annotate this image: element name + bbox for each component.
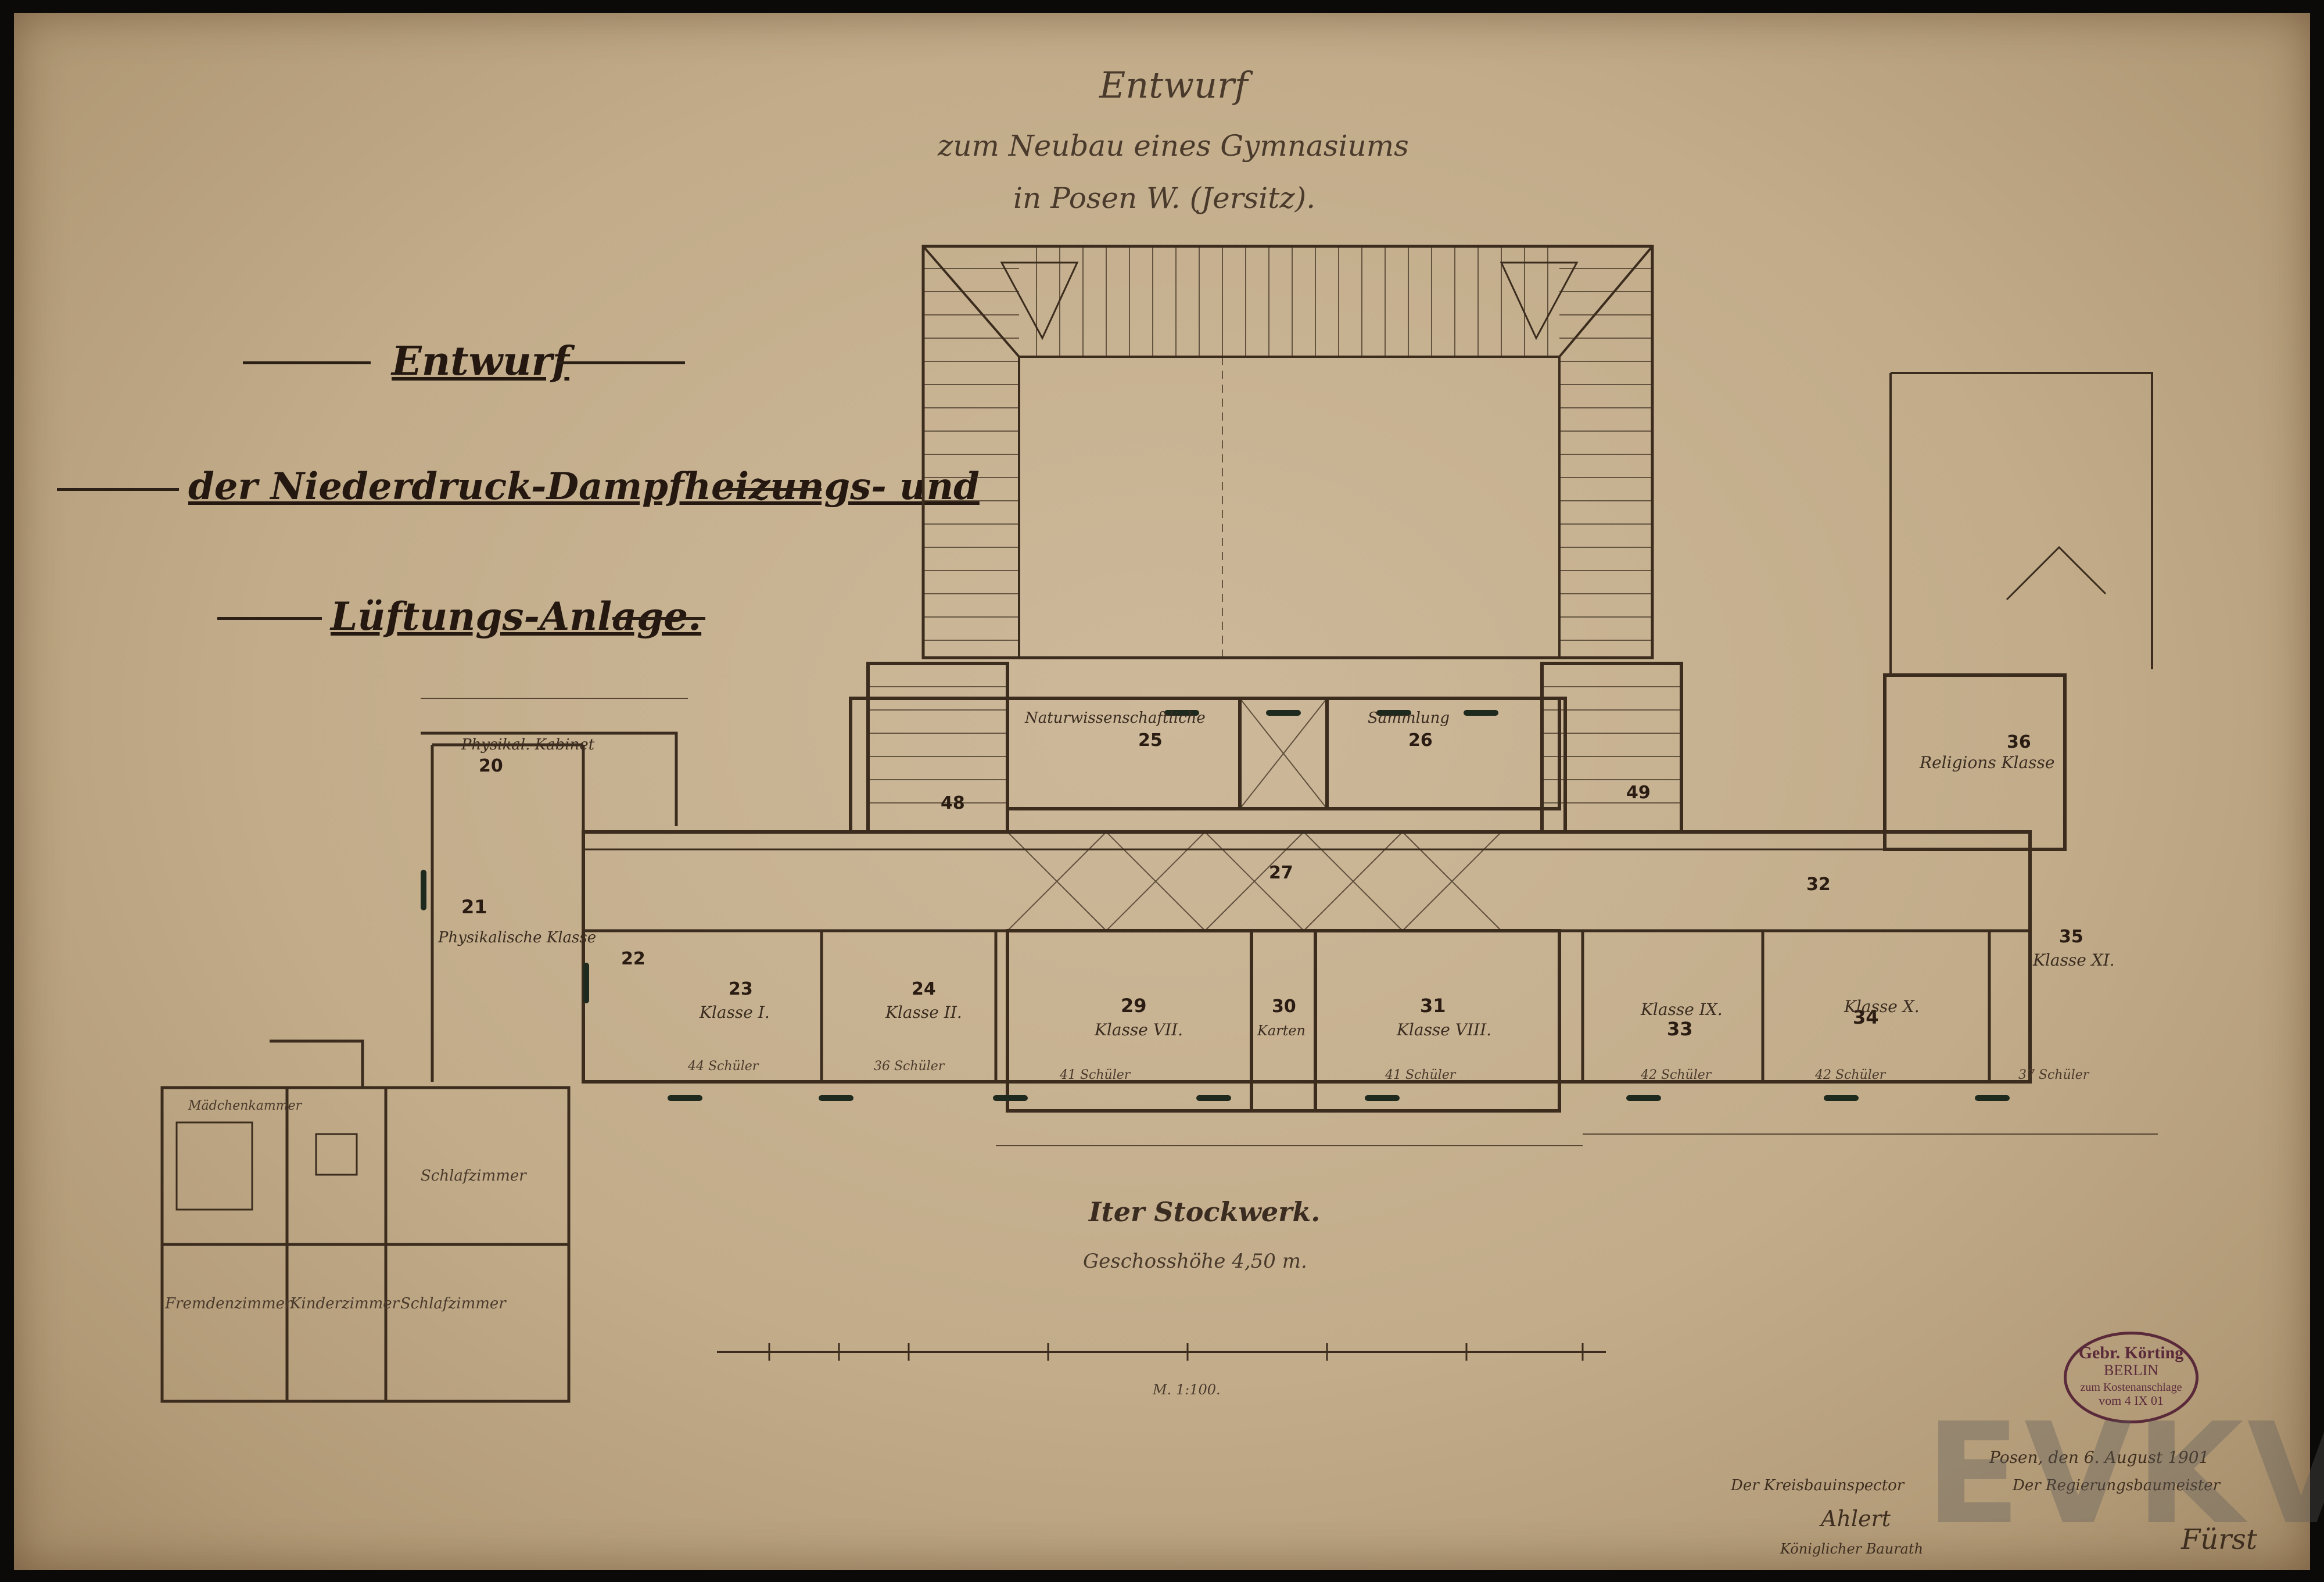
title-line-3: in Posen W. (Jersitz). xyxy=(1013,181,1316,215)
room-29-pupils: 41 Schüler xyxy=(1059,1068,1131,1082)
room-21-name: Physikalische Klasse xyxy=(437,929,596,946)
room-34-pupils: 42 Schüler xyxy=(1814,1068,1887,1082)
room-35-pupils: 37 Schüler xyxy=(2018,1068,2090,1082)
room-29-number: 29 xyxy=(1121,995,1147,1017)
room-48-number: 48 xyxy=(941,793,965,813)
annex-room-1: Schlafzimmer xyxy=(421,1167,527,1185)
room-35-number: 35 xyxy=(2059,927,2083,947)
floor-label: Iter Stockwerk. xyxy=(1088,1196,1320,1228)
room-36-number: 36 xyxy=(2007,732,2031,752)
room-33-number: 33 xyxy=(1667,1018,1693,1040)
watermark: EVKVI xyxy=(1925,1393,2324,1555)
room-49-number: 49 xyxy=(1626,783,1651,803)
residence xyxy=(160,1039,571,1403)
drawing-sheet: Entwurf zum Neubau eines Gymnasiums in P… xyxy=(14,13,2324,1570)
vaulted-corridor xyxy=(1007,698,1502,931)
stamp-line-3: zum Kostenanschlage xyxy=(2080,1380,2182,1394)
room-29-name: Klasse VII. xyxy=(1094,1020,1183,1039)
room-33-pupils: 42 Schüler xyxy=(1640,1068,1712,1082)
room-24-name: Klasse II. xyxy=(885,1003,962,1022)
legend-rule-2a xyxy=(57,488,179,491)
scale-bar xyxy=(717,1343,1606,1361)
room-20-number: 20 xyxy=(479,756,503,776)
stamp-line-2: BERLIN xyxy=(2104,1361,2158,1379)
main-building xyxy=(582,662,2067,1113)
annex-room-5: Mädchenkammer xyxy=(188,1099,303,1113)
room-31-pupils: 41 Schüler xyxy=(1385,1068,1457,1082)
room-27-number: 27 xyxy=(1269,863,1293,883)
room-21-number: 21 xyxy=(461,896,487,918)
title-line-1: Entwurf xyxy=(1099,64,1248,106)
classroom-walls xyxy=(421,731,1991,1082)
room-30-name: Karten xyxy=(1257,1023,1306,1039)
room-25-number: 25 xyxy=(1138,730,1163,751)
room-25-name: Naturwissenschaftliche xyxy=(1024,709,1206,727)
radiators xyxy=(421,710,2010,1101)
floor-plan: 20 Physikal. Kabinet 21 Physikalische Kl… xyxy=(160,245,2158,1403)
room-23-pupils: 44 Schüler xyxy=(687,1059,759,1074)
scale-label: M. 1:100. xyxy=(1152,1382,1221,1398)
room-34-number: 34 xyxy=(1853,1006,1879,1028)
room-31-name: Klasse VIII. xyxy=(1396,1020,1491,1039)
room-26-number: 26 xyxy=(1408,730,1433,751)
legend-rule-2b xyxy=(726,488,822,491)
legend-rule-3b xyxy=(612,617,705,620)
title-line-2: zum Neubau eines Gymnasiums xyxy=(938,129,1409,163)
room-36-name: Religions Klasse xyxy=(1919,753,2054,772)
room-31-number: 31 xyxy=(1420,995,1446,1017)
room-33-name: Klasse IX. xyxy=(1640,1000,1723,1019)
room-35-name: Klasse XI. xyxy=(2032,950,2115,970)
signature-right-name: Fürst xyxy=(2181,1523,2258,1556)
legend-line-1: Entwurf xyxy=(392,338,569,385)
legend-line-3: Lüftungs-Anlage. xyxy=(331,594,702,639)
room-23-number: 23 xyxy=(729,979,753,999)
annex-room-3: Kinderzimmer xyxy=(289,1295,400,1312)
right-annex xyxy=(1889,372,2153,675)
signature-right-title: Der Regierungsbaumeister xyxy=(2013,1477,2220,1494)
roof-hatching xyxy=(923,246,1652,658)
koerting-stamp: Gebr. Körting BERLIN zum Kostenanschlage… xyxy=(2064,1332,2199,1423)
stamp-line-1: Gebr. Körting xyxy=(2078,1343,2184,1362)
stamp-line-4: vom 4 IX 01 xyxy=(2099,1393,2164,1408)
room-24-pupils: 36 Schüler xyxy=(874,1059,945,1074)
annex-room-2: Fremdenzimmer xyxy=(164,1295,293,1312)
room-24-number: 24 xyxy=(912,979,936,999)
room-22-number: 22 xyxy=(621,949,645,969)
legend-rule-1b xyxy=(557,361,685,364)
signature-date: Posen, den 6. August 1901 xyxy=(1989,1448,2210,1467)
legend-rule-1a xyxy=(243,361,371,364)
signature-left-name: Ahlert xyxy=(1821,1506,1891,1531)
courtyard-wing xyxy=(921,245,1654,659)
room-34-name: Klasse X. xyxy=(1844,997,1920,1016)
legend-line-2: der Niederdruck-Dampfheizungs- und xyxy=(188,465,980,508)
room-23-name: Klasse I. xyxy=(699,1003,770,1022)
floor-height: Geschosshöhe 4,50 m. xyxy=(1083,1250,1307,1273)
signature-left-title: Der Kreisbauinspector xyxy=(1731,1477,1905,1494)
dimension-lines xyxy=(421,698,2158,1146)
room-32-number: 32 xyxy=(1806,874,1831,895)
room-30-number: 30 xyxy=(1272,996,1296,1017)
room-26-name: Sammlung xyxy=(1368,709,1450,727)
signature-left-rank: Königlicher Baurath xyxy=(1780,1541,1924,1557)
stair-hatch xyxy=(868,686,1681,803)
annex-room-4: Schlafzimmer xyxy=(400,1295,507,1312)
legend-rule-3a xyxy=(217,617,322,620)
room-20-name: Physikal. Kabinet xyxy=(461,736,595,754)
